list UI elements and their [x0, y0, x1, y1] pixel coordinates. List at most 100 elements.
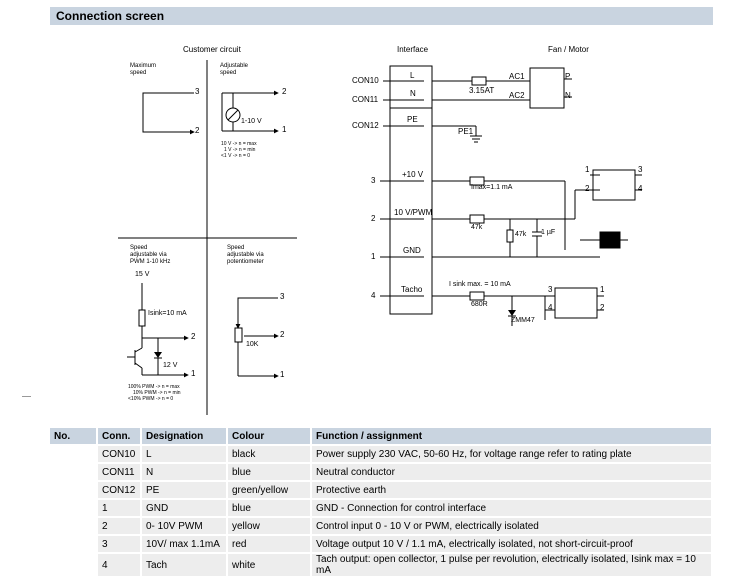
cell-colour: blue [227, 462, 312, 481]
label-max-speed-1: Maximum [130, 63, 157, 69]
cell-colour: yellow [227, 516, 312, 535]
cell-designation: 0- 10V PWM [141, 516, 228, 535]
cell-colour: blue [227, 498, 312, 517]
label-pot-2: adjustable via [227, 252, 264, 258]
label-cap: 1 µF [541, 229, 556, 236]
pin-gnd: GND [403, 246, 421, 255]
terminal-2a: 2 [195, 126, 200, 135]
cell-no [50, 480, 98, 499]
label-note-b2: 10% PWM -> n = min [133, 390, 181, 396]
cell-designation: Tach [141, 552, 228, 576]
label-pe1: PE1 [458, 127, 474, 136]
terminal-2d: 2 [280, 330, 285, 339]
label-r47k-a: 47k [471, 224, 483, 231]
label-n-motor: N [565, 91, 571, 100]
label-r10k: 10K [246, 341, 259, 348]
diagram-labels: Customer circuit Interface Fan / Motor M… [128, 45, 643, 402]
col-designation: Designation [141, 428, 228, 445]
cell-designation: N [141, 462, 228, 481]
cell-colour: white [227, 552, 312, 576]
pin-l: L [410, 71, 415, 80]
label-pot-1: Speed [227, 245, 245, 251]
label-note-a2: 1 V -> n = min [224, 147, 256, 153]
cell-no [50, 462, 98, 481]
interface-2: 2 [371, 214, 376, 223]
pin-pe: PE [407, 115, 418, 124]
table-row: CON11 N blue Neutral conductor [50, 462, 713, 481]
section-title: Connection screen [56, 9, 165, 23]
opto-a-3: 3 [638, 165, 643, 174]
cell-colour: red [227, 534, 312, 553]
opto-a-2: 2 [585, 184, 590, 193]
table-row: CON12 PE green/yellow Protective earth [50, 480, 713, 499]
label-pwm-1: Speed [130, 245, 148, 251]
cell-no [50, 552, 98, 576]
table-row: 4 Tach white Tach output: open collector… [50, 552, 713, 576]
interface-4: 4 [371, 291, 376, 300]
terminal-1c: 1 [191, 369, 196, 378]
cell-conn: CON10 [97, 444, 142, 463]
label-r680: 680R [471, 301, 488, 308]
opto-a-1: 1 [585, 165, 590, 174]
label-v-range: 1-10 V [241, 118, 262, 125]
cell-function: Tach output: open collector, 1 pulse per… [311, 552, 713, 576]
cell-no [50, 444, 98, 463]
cell-no [50, 498, 98, 517]
label-con11: CON11 [352, 95, 379, 104]
label-pwm-3: PWM 1-10 kHz [130, 259, 171, 265]
connection-table: No. Conn. Designation Colour Function / … [50, 428, 713, 576]
cell-designation: L [141, 444, 228, 463]
label-adj-speed-1: Adjustable [220, 63, 249, 69]
label-con12: CON12 [352, 121, 379, 130]
cell-designation: GND [141, 498, 228, 517]
label-customer-circuit: Customer circuit [183, 45, 241, 54]
label-isink: Isink=10 mA [148, 310, 187, 317]
label-ac1: AC1 [509, 72, 525, 81]
cell-conn: 4 [97, 552, 142, 576]
cell-designation: PE [141, 480, 228, 499]
pin-pwm: 10 V/PWM [394, 208, 433, 217]
interface-1: 1 [371, 252, 376, 261]
label-v15: 15 V [135, 271, 150, 278]
cell-conn: 3 [97, 534, 142, 553]
cell-function: GND - Connection for control interface [311, 498, 713, 517]
cell-function: Power supply 230 VAC, 50-60 Hz, for volt… [311, 444, 713, 463]
cell-function: Neutral conductor [311, 462, 713, 481]
terminal-2b: 2 [282, 87, 287, 96]
label-fuse: 3.15AT [469, 86, 495, 95]
label-v12: 12 V [163, 362, 178, 369]
cell-function: Control input 0 - 10 V or PWM, electrica… [311, 516, 713, 535]
label-note-b1: 100% PWM -> n = max [128, 384, 180, 390]
table-row: CON10 L black Power supply 230 VAC, 50-6… [50, 444, 713, 463]
label-isink-max: I sink max. = 10 mA [449, 281, 511, 288]
label-r47k-b: 47k [515, 231, 527, 238]
table-row: 1 GND blue GND - Connection for control … [50, 498, 713, 517]
label-con10: CON10 [352, 76, 379, 85]
interface-3: 3 [371, 176, 376, 185]
opto-b-1: 1 [600, 285, 605, 294]
label-note-a1: 10 V -> n = max [221, 141, 257, 147]
col-colour: Colour [227, 428, 312, 445]
opto-b-4: 4 [548, 303, 553, 312]
label-p: P [565, 72, 571, 81]
cell-conn: CON11 [97, 462, 142, 481]
cell-no [50, 516, 98, 535]
cell-colour: black [227, 444, 312, 463]
pin-tacho: Tacho [401, 285, 423, 294]
label-max-speed-2: speed [130, 70, 147, 76]
cell-conn: 2 [97, 516, 142, 535]
col-function: Function / assignment [311, 428, 713, 445]
table-row: 3 10V/ max 1.1mA red Voltage output 10 V… [50, 534, 713, 553]
label-note-a3: <1 V -> n = 0 [221, 153, 251, 159]
cell-function: Voltage output 10 V / 1.1 mA, electrical… [311, 534, 713, 553]
label-pot-3: potentiometer [227, 259, 264, 265]
terminal-1b: 1 [282, 125, 287, 134]
cell-no [50, 534, 98, 553]
label-ac2: AC2 [509, 91, 525, 100]
col-conn: Conn. [97, 428, 142, 445]
cell-function: Protective earth [311, 480, 713, 499]
col-no: No. [50, 428, 98, 445]
cell-conn: CON12 [97, 480, 142, 499]
label-adj-speed-2: speed [220, 70, 237, 76]
terminal-2c: 2 [191, 332, 196, 341]
